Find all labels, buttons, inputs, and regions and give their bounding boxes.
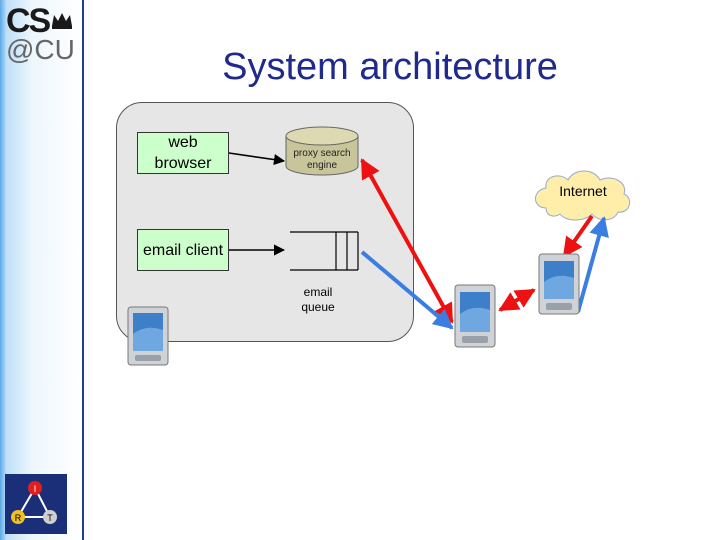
csu-logo: CS @CU [6,4,76,66]
pda-to-pda-arrow [498,288,536,312]
proxy-label: proxy search engine [293,148,351,171]
irt-emblem-icon: I R T [5,474,67,534]
email-queue-shape [290,231,359,271]
internet-cloud [535,170,631,221]
proxy-pda-link-arrow [360,158,454,324]
email-client-box: email client [137,229,229,271]
pda-icon [538,253,580,315]
emblem-i: I [34,484,37,494]
sidebar: CS @CU I R T [0,0,84,540]
proxy-cylinder [285,126,359,176]
pda-icon [454,284,496,348]
web-browser-box: web browser [137,132,229,174]
internet-label: Internet [559,183,607,199]
pda-icon [127,306,169,366]
emblem-t: T [47,513,53,523]
logo-cs-text: CS [6,2,51,40]
emblem-r: R [15,513,22,523]
email-queue-label: email queue [301,285,335,314]
browser-to-proxy-arrow [228,152,286,166]
internet-to-pda-arrow [562,214,594,258]
queue-to-pda-arrow [360,250,454,330]
pda-to-internet-arrow [576,216,609,313]
crown-icon [52,13,72,29]
slide-title: System architecture [222,46,558,88]
logo-cu-text: @CU [6,34,75,65]
